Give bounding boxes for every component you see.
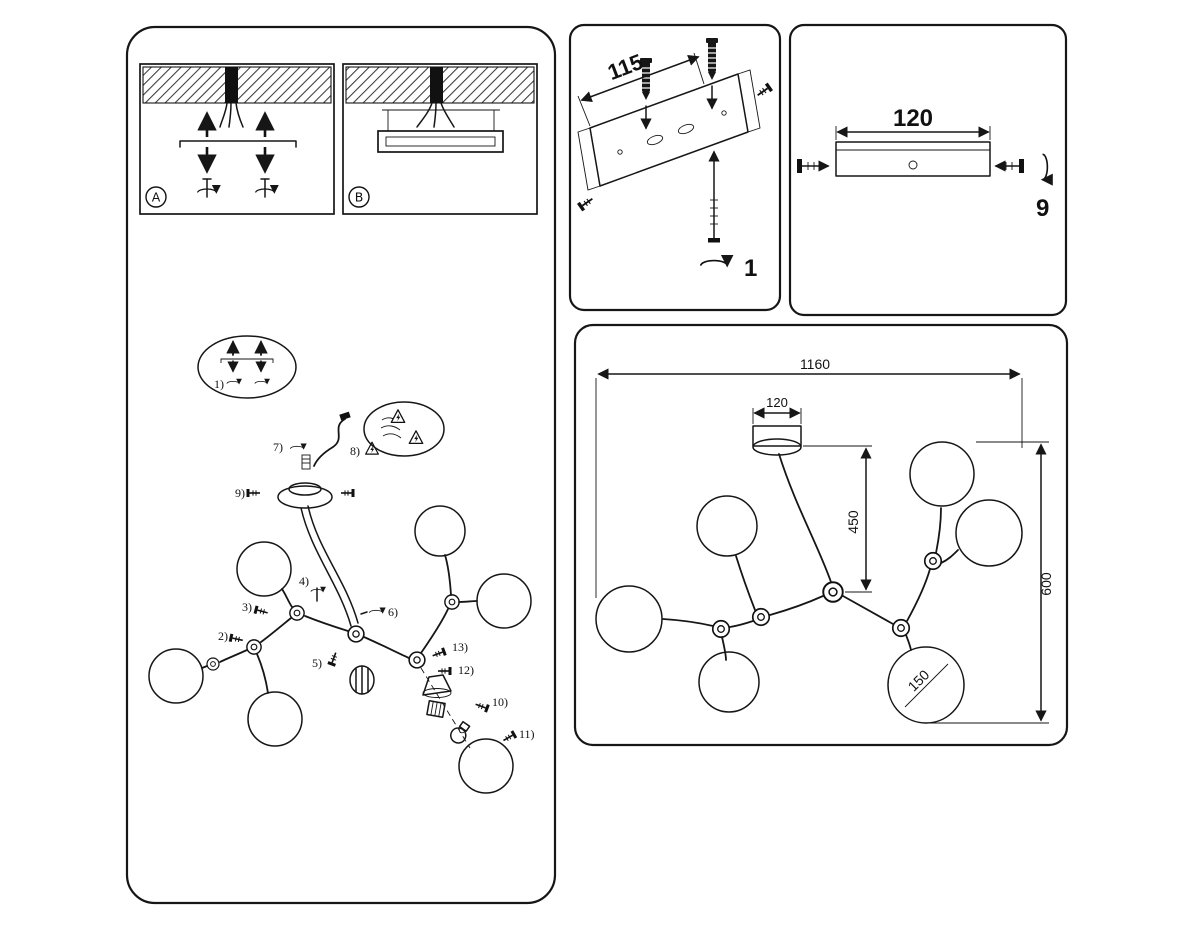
plan-joint-r2 [923, 551, 943, 571]
plan-globe-left-top [696, 495, 758, 557]
plan-globe-right-far [955, 499, 1023, 567]
ceiling-fixing-inset: 1) [197, 335, 297, 399]
step-label-4: 4) [299, 574, 309, 588]
step-label-13: 13) [452, 640, 468, 654]
dim-120-canopy-label: 120 [766, 395, 788, 410]
mounting-option-b-panel: B [342, 63, 538, 215]
ceiling-cable-b [416, 67, 455, 128]
plan-globe-left-far [595, 585, 663, 653]
step-label-6: 6) [388, 605, 398, 619]
ceiling-cable-a [219, 67, 244, 128]
step-label-7: 7) [273, 440, 283, 454]
step-label-8: 8) [350, 444, 360, 458]
dim-120-bar-label: 120 [893, 105, 933, 132]
suspension-wire: 7) 8) [273, 411, 379, 467]
exploded-assembly-diagram: 1) 7) 8) [148, 335, 535, 794]
step-label-2: 2) [218, 629, 228, 643]
canopy-plan: 120 [752, 395, 802, 456]
dim-450-label: 450 [845, 510, 861, 534]
step-label-3: 3) [242, 600, 252, 614]
anchor-rotate-icon-right [256, 178, 275, 198]
mounting-bolts-a [179, 111, 297, 174]
dimensions-panel-border [573, 323, 1069, 747]
anchor-rotate-icon-left [198, 178, 217, 198]
plan-joint-l2 [711, 619, 731, 639]
step-callouts: 2) 3) 4) 5) 6) 13) 12) 10) 11) [218, 574, 535, 745]
bracket-step-number: 1 [744, 255, 757, 282]
joint-right-2 [444, 594, 460, 610]
dim-600-label: 600 [1038, 572, 1054, 596]
canopy-drop-dimension: 450 [803, 445, 872, 593]
option-a-badge: A [145, 186, 167, 208]
joint-left-1 [289, 605, 305, 621]
globe-right-top [414, 505, 466, 557]
left-arms [201, 588, 349, 694]
right-arms [363, 554, 478, 659]
plan-globe-left-bottom [698, 651, 760, 713]
bar-dimension: 120 [835, 105, 991, 140]
wiring-inset [363, 401, 445, 457]
bulb-icon [450, 720, 471, 744]
joint-left-3 [206, 657, 220, 671]
step-label-10: 10) [492, 695, 508, 709]
central-stem [300, 505, 359, 627]
globe-left-top [236, 541, 292, 597]
bar-step-number: 9 [1036, 195, 1049, 222]
bar-install-panel: 120 9 [788, 23, 1068, 317]
plan-joint-r1 [891, 618, 911, 638]
step-label-5: 5) [312, 656, 322, 670]
option-a-label: A [152, 190, 161, 205]
globe-right-bottom [458, 738, 514, 794]
dim-1160-label: 1160 [800, 356, 830, 372]
dimensions-panel: 1160 120 450 600 [573, 323, 1069, 747]
side-screw-left [797, 159, 830, 173]
plan-center-joint [822, 581, 844, 603]
step-label-9: 9) [235, 486, 245, 500]
lamp-holder-exploded [420, 667, 471, 749]
canopy: 9) [235, 454, 356, 509]
wall-plug-right [705, 37, 719, 110]
bracket-line-a [179, 140, 297, 148]
overall-width-dimension: 1160 [595, 356, 1023, 598]
joint-right-1 [408, 651, 426, 669]
ribbed-connector [349, 665, 375, 695]
plan-globe-right-top [909, 441, 975, 507]
plan-globe-right-bottom [887, 646, 965, 724]
bracket-install-panel: 1 115 [568, 23, 782, 312]
globe-right-far [476, 573, 532, 629]
bracket-dimension: 115 [577, 49, 705, 127]
overall-height-dimension: 600 [926, 441, 1054, 724]
option-b-label: B [355, 190, 364, 205]
bar-panel-border [788, 23, 1068, 317]
step-label-11: 11) [519, 727, 535, 741]
step-label-12: 12) [458, 663, 474, 677]
step-label-1: 1) [214, 377, 224, 391]
mounting-plate-b [377, 109, 504, 153]
globe-left-far [148, 648, 204, 704]
wall-plug-left [639, 57, 653, 130]
globe-left-bottom [247, 691, 303, 747]
long-screw [701, 150, 727, 266]
option-b-badge: B [348, 186, 370, 208]
center-joint [347, 625, 365, 643]
mounting-bracket-drawing [577, 69, 761, 191]
mounting-bar-drawing [835, 141, 991, 177]
joint-left-2 [246, 639, 262, 655]
plan-joint-l1 [751, 607, 771, 627]
side-screw-right [994, 159, 1024, 173]
mounting-option-a-panel: A [139, 63, 335, 215]
left-instruction-sheet: A B [125, 25, 557, 905]
